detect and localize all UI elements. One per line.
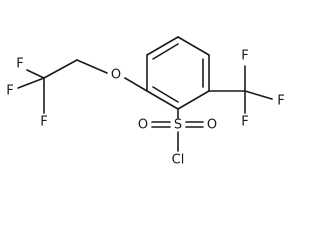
chemical-structure-diagram: O F F F F F F O S O Cl	[6, 36, 285, 168]
bond	[76, 59, 108, 74]
ring-bond	[146, 36, 179, 56]
bond	[124, 77, 148, 92]
ring-double-bond	[152, 43, 179, 60]
atom-label-fluorine: F	[6, 84, 13, 99]
atom-label-oxygen: O	[111, 68, 121, 83]
bond	[43, 59, 78, 79]
atom-label-fluorine: F	[241, 49, 248, 64]
atom-label-fluorine: F	[40, 115, 47, 130]
trifluoroethoxy-group: O F F F	[6, 57, 148, 130]
atom-label-fluorine: F	[241, 115, 248, 130]
atom-label-chlorine: Cl	[172, 153, 185, 168]
atom-label-fluorine: F	[277, 94, 284, 109]
atom-label-fluorine: F	[16, 57, 23, 72]
ring-bond	[146, 90, 179, 110]
bond	[26, 69, 45, 79]
atom-label-sulfur: S	[174, 118, 182, 133]
ring-bond	[177, 90, 210, 110]
trifluoromethyl-group: F F F	[208, 49, 285, 130]
atom-label-oxygen: O	[207, 118, 217, 133]
bond	[244, 90, 273, 100]
atom-label-oxygen: O	[138, 118, 148, 133]
bond	[17, 77, 45, 89]
ring-double-bond	[152, 86, 179, 103]
ring-bond	[177, 36, 210, 56]
benzene-ring	[146, 36, 210, 110]
sulfonyl-chloride-group: O S O Cl	[138, 108, 217, 168]
